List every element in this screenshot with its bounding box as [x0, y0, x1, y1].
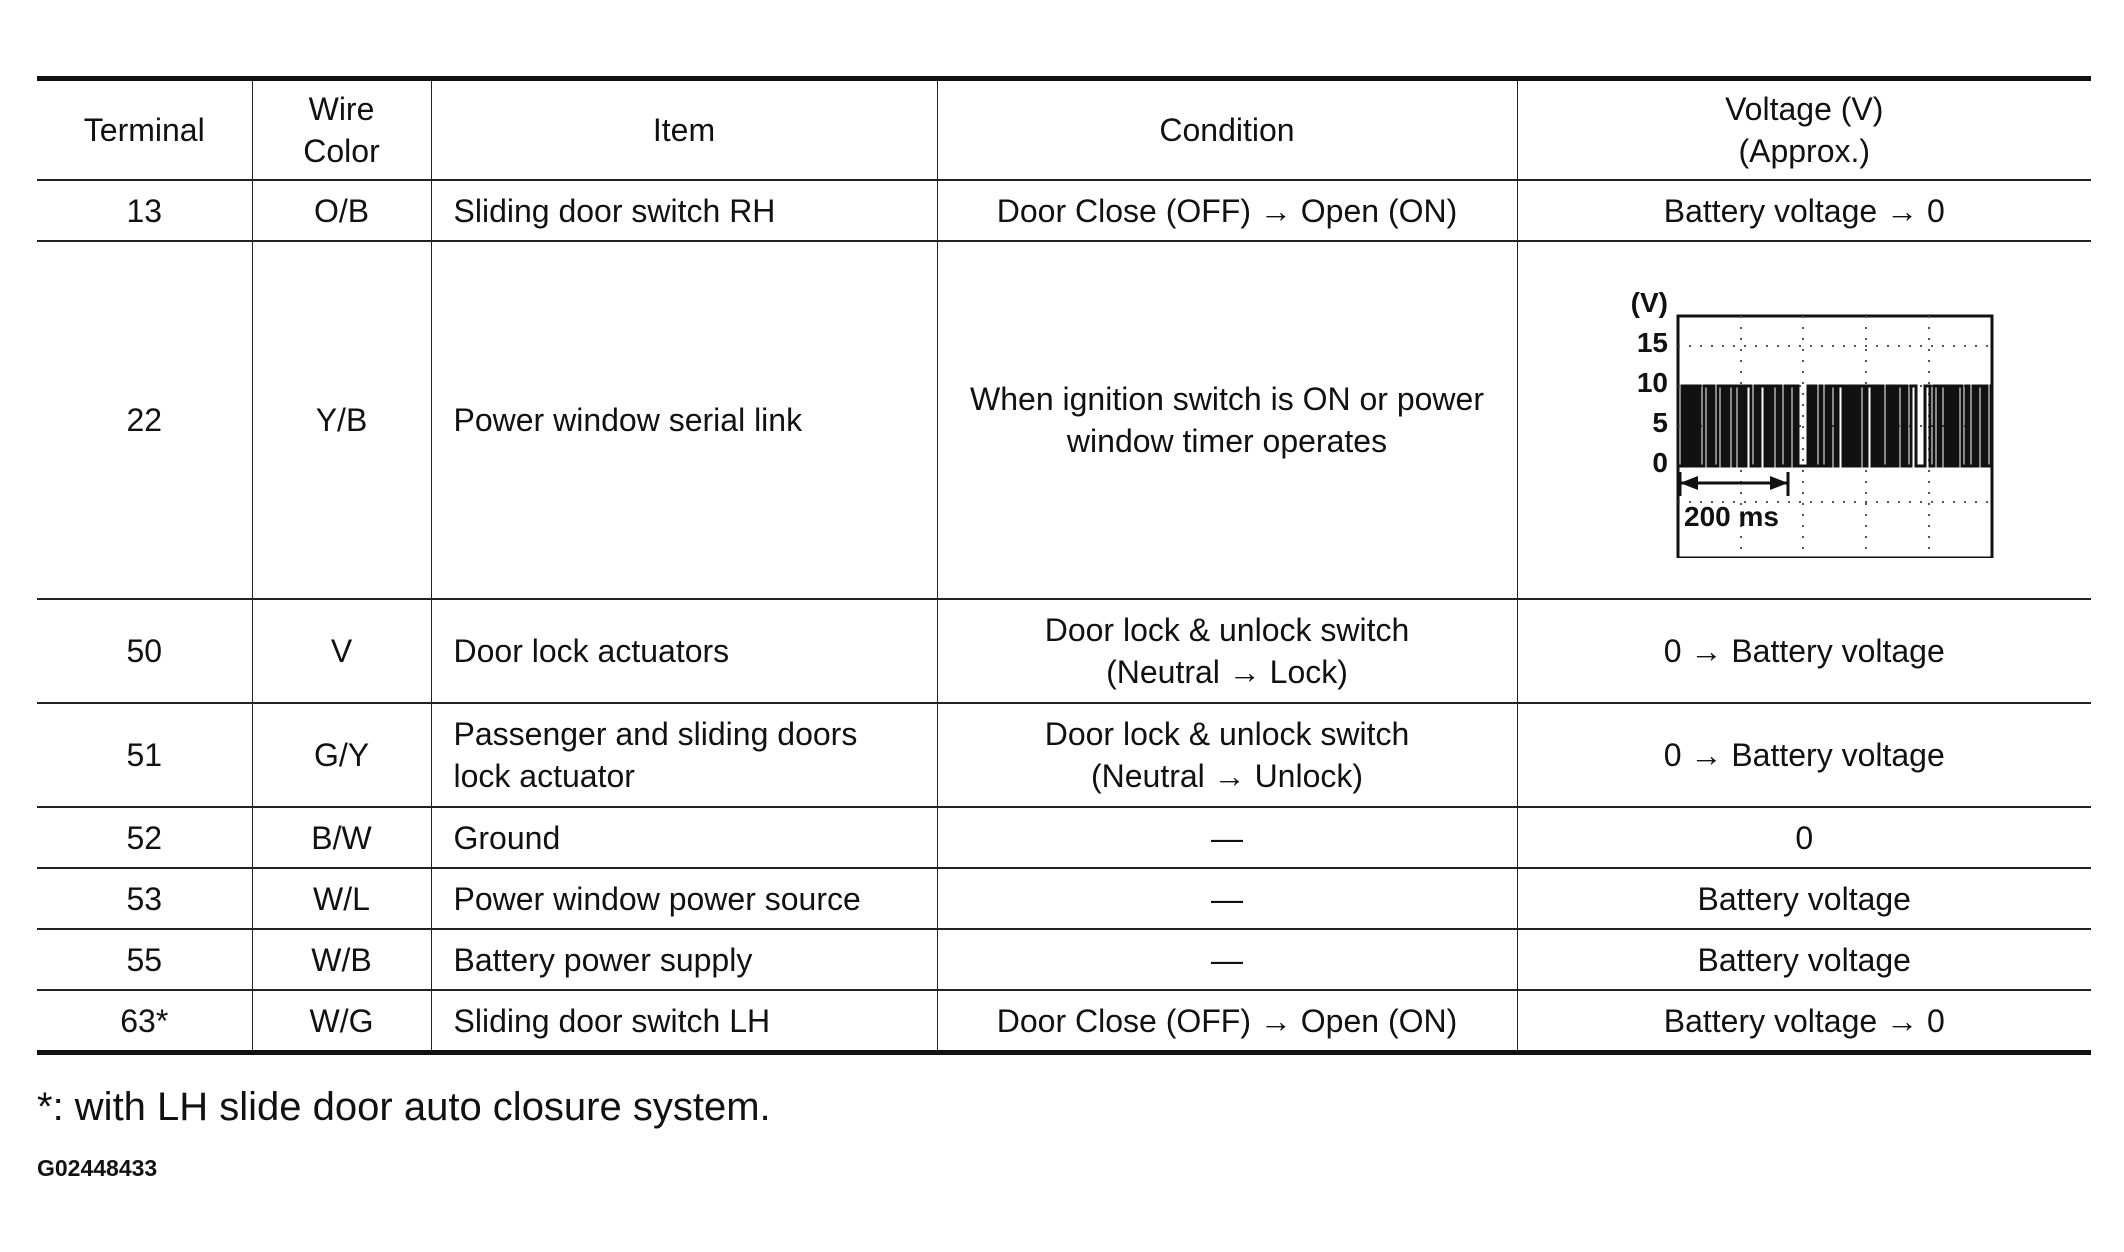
wire-color-cell: Y/B — [251, 240, 432, 600]
voltage-cell: Battery voltage → 0 — [1516, 989, 2091, 1054]
header-wire-color-line-2: Color — [303, 133, 380, 169]
voltage-cell: Battery voltage — [1516, 867, 2091, 930]
condition-cell: When ignition switch is ON or power wind… — [936, 240, 1518, 600]
terminal-cell: 53 — [37, 867, 253, 930]
terminal-cell: 51 — [37, 702, 253, 808]
table-row: 13 O/B Sliding door switch RH Door Close… — [37, 179, 2091, 242]
wire-color-cell: G/Y — [251, 702, 432, 808]
item-cell: Passenger and sliding doors lock actuato… — [430, 702, 938, 808]
header-wire-color: Wire Color — [251, 77, 432, 181]
voltage-cell: 0 → Battery voltage — [1516, 702, 2091, 808]
table-row: 50 V Door lock actuators Door lock & unl… — [37, 598, 2091, 704]
waveform-y-tick: 0 — [1653, 447, 1669, 478]
waveform-y-tick: 10 — [1637, 367, 1668, 398]
condition-cell: — — [936, 806, 1518, 869]
footnote: *: with LH slide door auto closure syste… — [37, 1085, 771, 1129]
wire-color-cell: W/B — [251, 928, 432, 991]
condition-line-2: (Neutral → Lock) — [1106, 654, 1348, 690]
item-line-1: Passenger and sliding doors — [453, 716, 858, 752]
figure-id: G02448433 — [37, 1155, 158, 1181]
wire-color-cell: W/L — [251, 867, 432, 930]
voltage-cell: 0 → Battery voltage — [1516, 598, 2091, 704]
header-voltage: Voltage (V) (Approx.) — [1516, 77, 2091, 181]
condition-cell: — — [936, 928, 1518, 991]
terminal-cell: 63* — [37, 989, 253, 1054]
voltage-cell: Battery voltage — [1516, 928, 2091, 991]
wire-color-cell: B/W — [251, 806, 432, 869]
wire-color-cell: V — [251, 598, 432, 704]
terminal-cell: 13 — [37, 179, 253, 242]
item-cell: Battery power supply — [430, 928, 938, 991]
condition-line-1: Door lock & unlock switch — [1044, 612, 1410, 648]
table-row: 22 Y/B Power window serial link When ign… — [37, 240, 2091, 600]
terminal-cell: 52 — [37, 806, 253, 869]
table-header-row: Terminal Wire Color Item Condition Volta… — [37, 77, 2091, 181]
waveform-time-span-arrow — [1678, 472, 1790, 496]
waveform-y-tick: 15 — [1637, 327, 1668, 358]
waveform-signal — [1678, 384, 1994, 468]
condition-cell: Door lock & unlock switch (Neutral → Loc… — [936, 598, 1518, 704]
item-cell: Power window serial link — [430, 240, 938, 600]
item-cell: Ground — [430, 806, 938, 869]
table-row: 55 W/B Battery power supply — Battery vo… — [37, 928, 2091, 991]
wire-color-cell: O/B — [251, 179, 432, 242]
item-cell: Sliding door switch LH — [430, 989, 938, 1054]
table-row: 63* W/G Sliding door switch LH Door Clos… — [37, 989, 2091, 1054]
waveform-y-tick: 5 — [1653, 407, 1669, 438]
header-item: Item — [430, 77, 938, 181]
condition-line-2: (Neutral → Unlock) — [1090, 758, 1364, 794]
header-voltage-line-2: (Approx.) — [1738, 133, 1871, 169]
condition-line-1: When ignition switch is ON or power — [970, 381, 1484, 417]
table-row: 52 B/W Ground — 0 — [37, 806, 2091, 869]
terminal-voltage-table: Terminal Wire Color Item Condition Volta… — [37, 76, 2091, 1055]
condition-line-2: window timer operates — [1066, 423, 1388, 459]
item-line-2: lock actuator — [453, 758, 635, 794]
voltage-cell: (V) 15 10 5 0 — [1516, 240, 2091, 600]
condition-cell: Door Close (OFF) → Open (ON) — [936, 179, 1518, 242]
item-cell: Door lock actuators — [430, 598, 938, 704]
voltage-cell: 0 — [1516, 806, 2091, 869]
header-condition: Condition — [936, 77, 1518, 181]
condition-cell: Door Close (OFF) → Open (ON) — [936, 989, 1518, 1054]
serial-link-waveform: (V) 15 10 5 0 — [1631, 287, 1994, 558]
header-voltage-line-1: Voltage (V) — [1725, 91, 1884, 127]
waveform-time-label: 200 ms — [1684, 501, 1779, 532]
condition-cell: — — [936, 867, 1518, 930]
voltage-cell: Battery voltage → 0 — [1516, 179, 2091, 242]
item-cell: Sliding door switch RH — [430, 179, 938, 242]
waveform-unit-label: (V) — [1631, 287, 1668, 318]
item-cell: Power window power source — [430, 867, 938, 930]
terminal-cell: 50 — [37, 598, 253, 704]
terminal-cell: 55 — [37, 928, 253, 991]
terminal-cell: 22 — [37, 240, 253, 600]
header-terminal: Terminal — [37, 77, 253, 181]
condition-line-1: Door lock & unlock switch — [1044, 716, 1410, 752]
condition-cell: Door lock & unlock switch (Neutral → Unl… — [936, 702, 1518, 808]
header-wire-color-line-1: Wire — [308, 91, 375, 127]
table-row: 51 G/Y Passenger and sliding doors lock … — [37, 702, 2091, 808]
table-row: 53 W/L Power window power source — Batte… — [37, 867, 2091, 930]
wire-color-cell: W/G — [251, 989, 432, 1054]
